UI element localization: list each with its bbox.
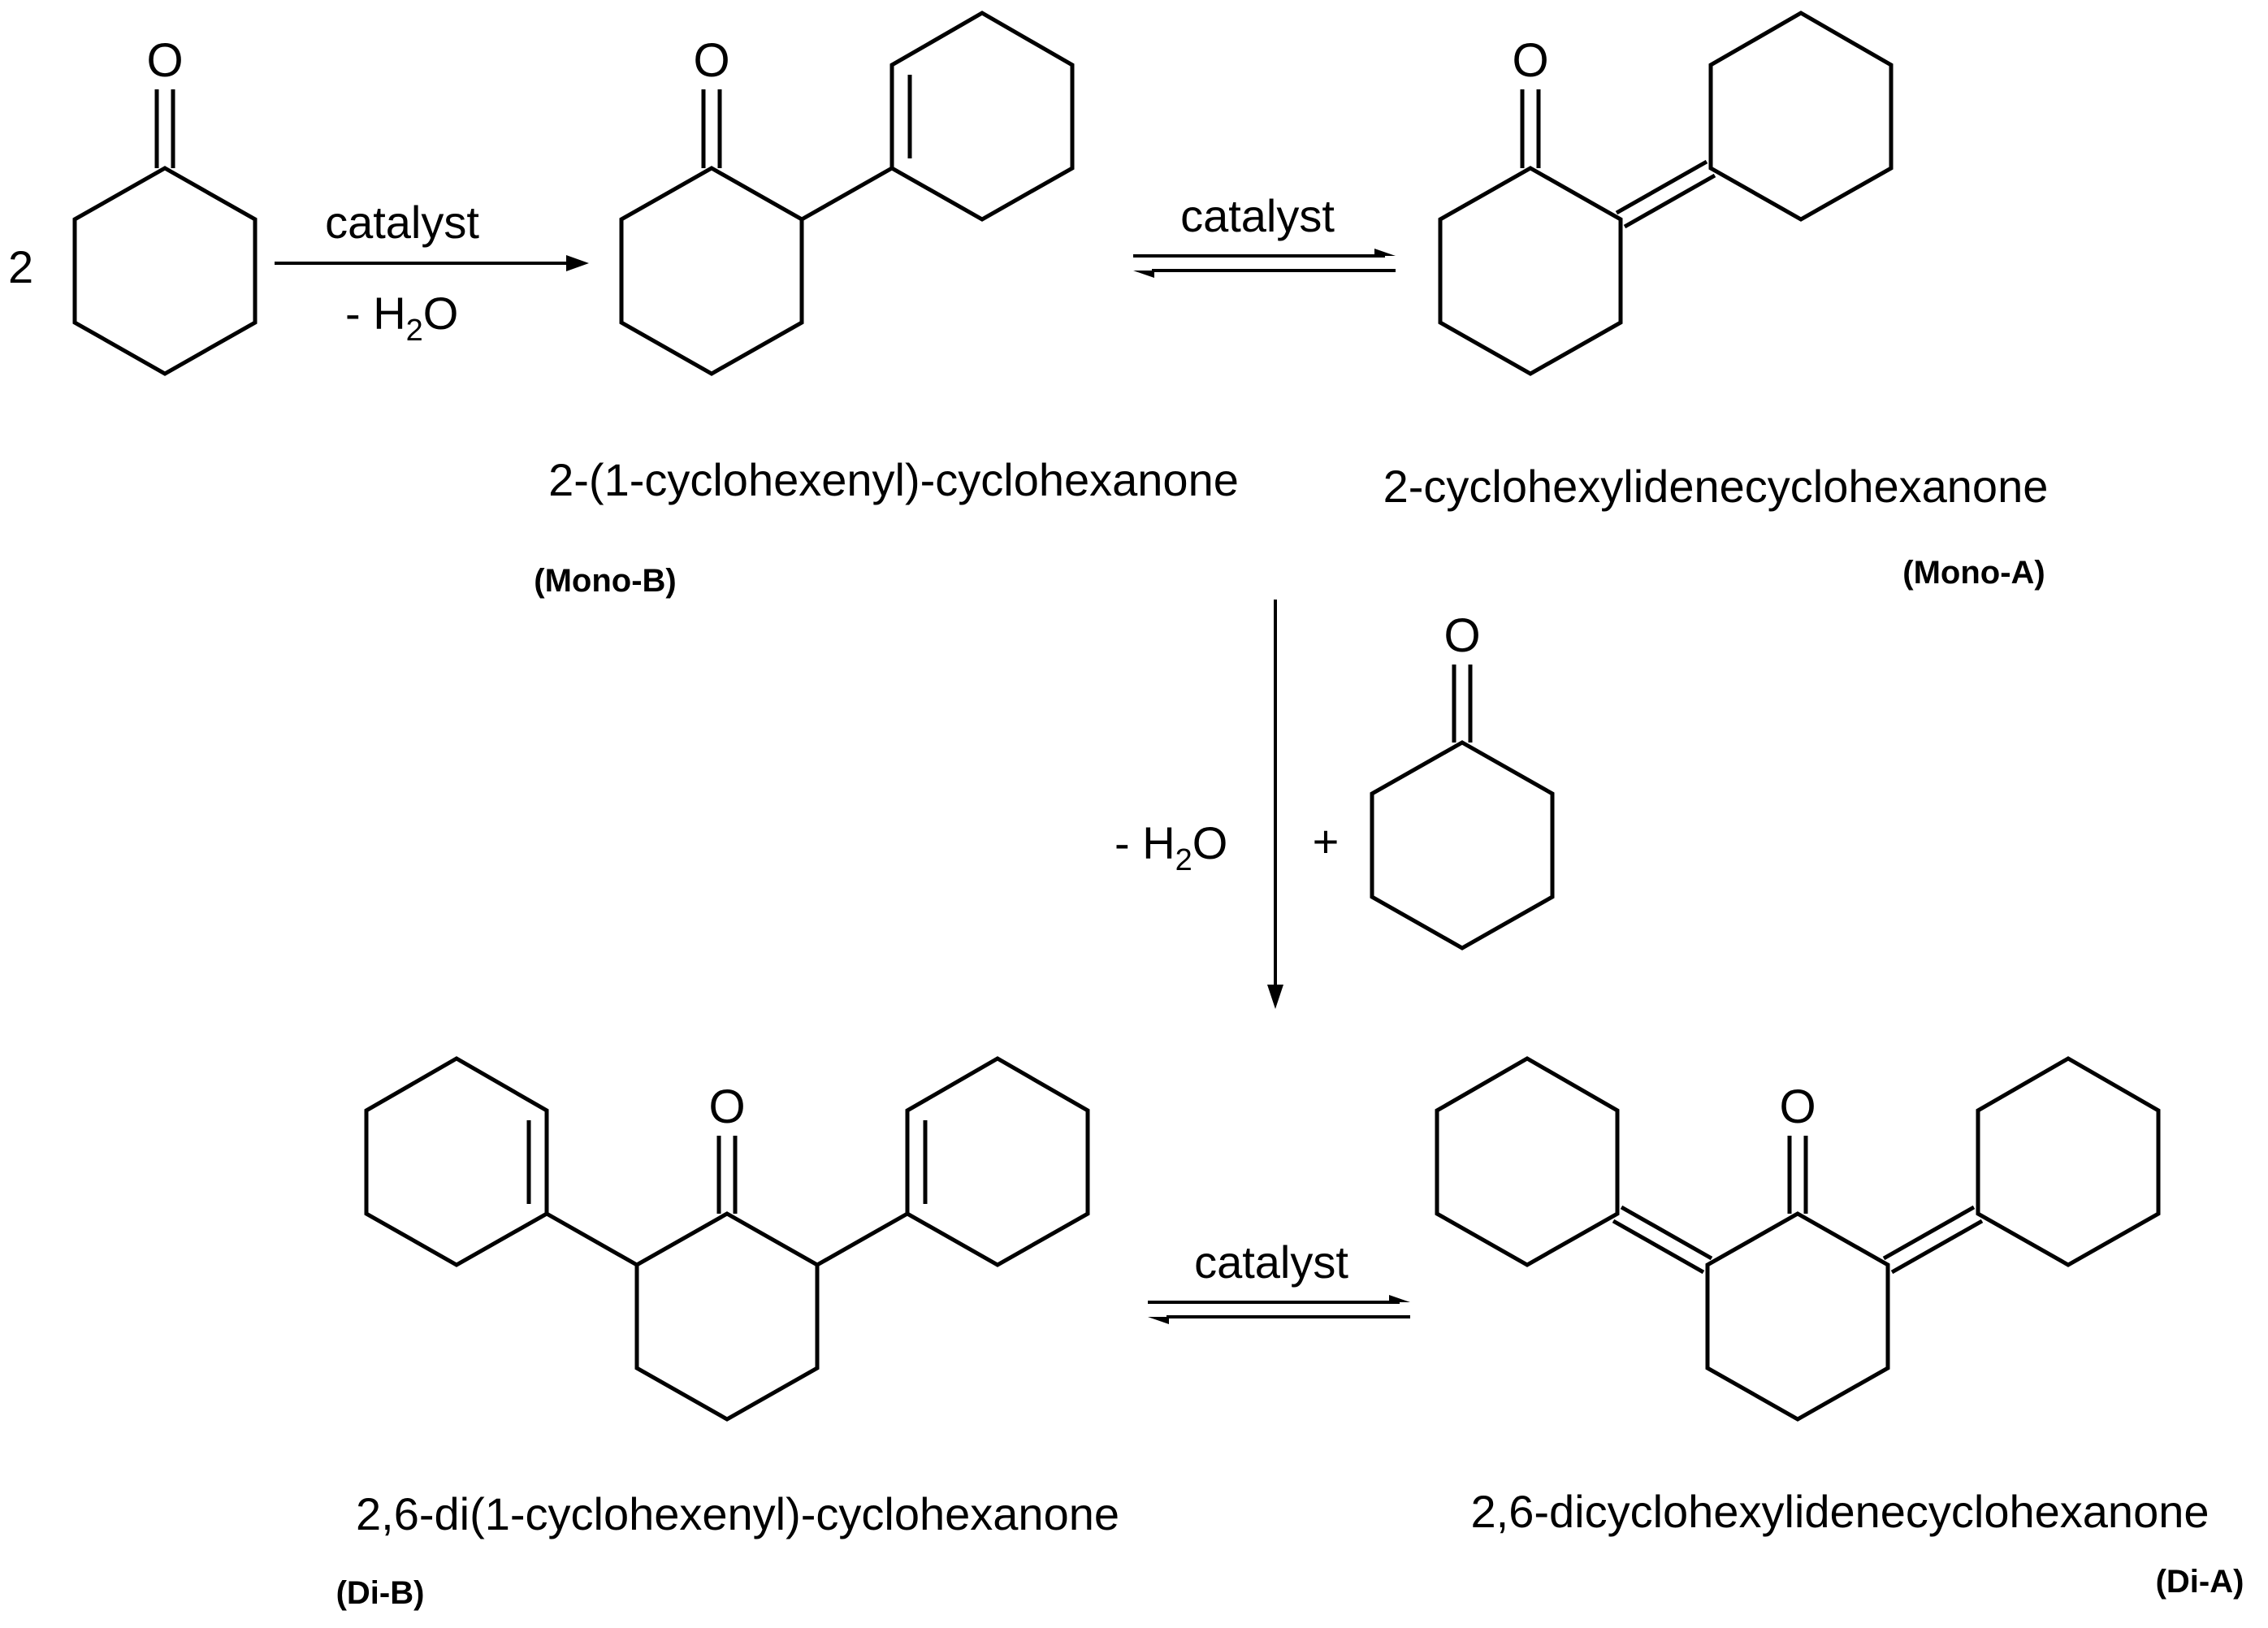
cyclohexylidene-ring-left [1435, 1056, 1620, 1267]
cyclohexanone-reagent: O [1370, 609, 1555, 950]
downward-arrow [1267, 600, 1283, 1009]
mono-a-name: 2-cyclohexylidenecyclohexanone [1383, 461, 2049, 512]
oxygen-atom: O [1779, 1080, 1816, 1133]
oxygen-atom: O [146, 34, 183, 87]
cyclohexylidene-ring-right [1976, 1056, 2161, 1267]
cyclohexylidene-ring [1708, 11, 1894, 222]
cyclohexene-ring-right [905, 1056, 1090, 1267]
stoichiometric-coefficient: 2 [8, 241, 33, 292]
exocyclic-double-bond [1882, 1205, 1976, 1261]
single-bond [800, 166, 894, 222]
oxygen-atom: O [693, 34, 729, 87]
catalyst-label: catalyst [325, 197, 479, 248]
mono-b-name: 2-(1-cyclohexenyl)-cyclohexanone [548, 454, 1239, 505]
mono-b-code: (Mono-B) [534, 563, 676, 599]
oxygen-atom: O [1443, 609, 1480, 662]
equilibrium-arrow [1133, 249, 1396, 278]
water-loss-label: - H2O [345, 288, 458, 348]
di-b-code: (Di-B) [336, 1575, 425, 1611]
oxygen-atom: O [1512, 34, 1548, 87]
single-bond [816, 1211, 909, 1267]
equilibrium-arrow [1148, 1295, 1410, 1324]
plus-sign: + [1313, 816, 1340, 867]
mono-a-code: (Mono-A) [1902, 555, 2045, 591]
cyclohexanone-ring [1370, 740, 1555, 950]
cyclohexene-ring [889, 11, 1075, 222]
di-a-name: 2,6-dicyclohexylidenecyclohexanone [1470, 1486, 2209, 1537]
mono-b-structure: O [619, 11, 1075, 376]
single-bond [545, 1211, 638, 1267]
di-a-code: (Di-A) [2156, 1564, 2244, 1600]
catalyst-label: catalyst [1194, 1236, 1348, 1288]
cyclohexanone-reactant: O [72, 34, 258, 376]
exocyclic-double-bond [1623, 173, 1716, 229]
cyclohexanone-ring [1705, 1211, 1890, 1422]
cyclohexanone-ring [619, 166, 804, 376]
exocyclic-double-bond [1620, 1205, 1713, 1261]
oxygen-atom: O [708, 1080, 745, 1133]
di-b-name: 2,6-di(1-cyclohexenyl)-cyclohexanone [356, 1488, 1119, 1539]
cyclohexanone-ring [72, 166, 258, 376]
exocyclic-double-bond [1890, 1219, 1984, 1275]
exocyclic-double-bond [1615, 159, 1708, 215]
forward-arrow [275, 255, 589, 271]
di-b-structure: O [364, 1056, 1090, 1422]
water-loss-label: - H2O [1115, 817, 1227, 877]
cyclohexanone-ring [1438, 166, 1623, 376]
cyclohexene-ring-left [364, 1056, 549, 1267]
exocyclic-double-bond [1612, 1219, 1705, 1275]
di-a-structure: O [1435, 1056, 2161, 1422]
mono-a-structure: O [1438, 11, 1894, 376]
catalyst-label: catalyst [1180, 190, 1335, 241]
cyclohexanone-ring [634, 1211, 820, 1422]
